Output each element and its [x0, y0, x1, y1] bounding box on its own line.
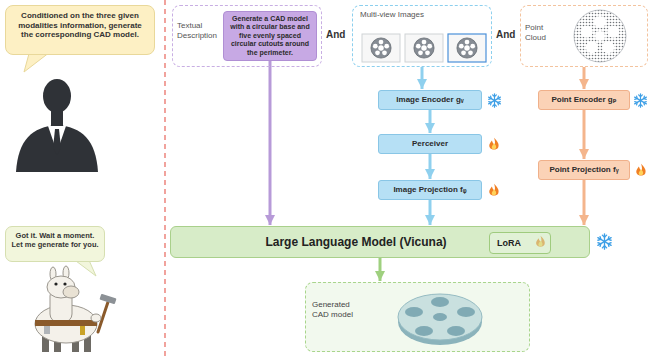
point-cloud-figure-part	[594, 16, 606, 28]
llama-illustration-part	[35, 320, 97, 326]
flow-arrow	[379, 258, 382, 281]
input-group: Textual Description Generate a CAD model …	[172, 5, 322, 67]
multi-view-thumbnails	[362, 34, 486, 62]
frozen-trainable-icons-part	[598, 234, 611, 249]
frozen-trainable-icons-part	[635, 94, 647, 108]
projection-box: Image Projection fᵩ	[378, 180, 482, 200]
flow-arrow	[429, 200, 432, 225]
frozen-trainable-icons-part	[636, 164, 645, 176]
input-group: Point Cloud	[520, 5, 648, 67]
point-cloud-figure-part	[586, 41, 598, 53]
llama-illustration-part	[44, 326, 50, 334]
person-icon-part	[16, 125, 98, 172]
llama-illustration-part	[99, 294, 116, 305]
node-text: Perceiver	[382, 139, 478, 149]
connector-word: And	[326, 29, 345, 40]
multi-view-thumbnails-part	[405, 34, 443, 62]
node-text: Point Cloud	[525, 23, 559, 42]
llama-illustration-part	[54, 282, 57, 285]
lora-box: LoRA	[489, 232, 551, 254]
prompt-box: Generate a CAD model with a circular bas…	[223, 11, 317, 61]
speech-bubble: Got it. Wait a moment. Let me generate f…	[5, 226, 105, 262]
encoder-box: Point Encoder gₚ	[538, 90, 630, 110]
llama-illustration-part	[91, 314, 101, 322]
llama-illustration-part	[80, 326, 85, 335]
llama-illustration-part	[63, 286, 79, 298]
node-text: Got it. Wait a moment. Let me generate f…	[11, 231, 99, 249]
point-cloud-figure-part	[581, 26, 593, 38]
node-text: LoRA	[497, 238, 532, 249]
node-text: Multi-view Images	[360, 10, 480, 20]
node-text: Image Encoder gᵥ	[382, 95, 478, 105]
frozen-trainable-icons-part	[489, 184, 498, 196]
node-text: Generate a CAD model with a circular bas…	[227, 15, 313, 57]
flow-arrow	[421, 67, 424, 89]
person-icon-part	[53, 129, 61, 155]
speech-bubble: Conditioned on the three given modalitie…	[5, 5, 155, 55]
point-cloud-figure-part	[595, 31, 605, 41]
multi-view-thumbnails-part	[457, 38, 477, 58]
multi-view-thumbnails-part	[414, 38, 434, 58]
node-text: Image Projection fᵩ	[382, 185, 478, 195]
multi-view-thumbnails-part	[362, 34, 400, 62]
node-text: Point Projection fᵧ	[542, 165, 626, 175]
point-cloud-figure-part	[607, 26, 619, 38]
flow-arrow	[583, 67, 586, 89]
frozen-trainable-icons-part	[489, 138, 498, 150]
person-icon-part	[43, 79, 71, 113]
encoder-box: Image Encoder gᵥ	[378, 90, 482, 110]
point-cloud-figure	[574, 10, 626, 62]
llm-bar: Large Language Model (Vicuna) LoRA	[170, 226, 590, 258]
llama-illustration	[35, 266, 117, 352]
flow-arrow	[583, 110, 586, 159]
person-icon	[16, 79, 98, 172]
flow-arrow	[269, 61, 272, 225]
input-group: Multi-view Images	[352, 5, 492, 67]
person-icon-part	[51, 108, 63, 126]
flow-arrow	[583, 180, 586, 225]
point-cloud-figure-part	[574, 10, 626, 62]
point-cloud-figure-part	[602, 41, 614, 53]
separator-line	[164, 0, 165, 356]
flow-arrow	[429, 110, 432, 133]
frozen-trainable-icons-part	[489, 94, 501, 108]
node-text: Large Language Model (Vicuna)	[231, 235, 481, 249]
output-group: Generated CAD model	[305, 282, 530, 352]
projection-box: Point Projection fᵧ	[538, 160, 630, 180]
node-text: Generated CAD model	[312, 300, 368, 319]
multi-view-thumbnails-part	[448, 34, 486, 62]
node-text: Textual Description	[177, 21, 221, 40]
llama-illustration-part	[63, 282, 66, 285]
perceiver-box: Perceiver	[378, 134, 482, 154]
node-text: Conditioned on the three given modalitie…	[12, 11, 148, 40]
node-text: Point Encoder gₚ	[542, 95, 626, 105]
connector-word: And	[496, 29, 515, 40]
multi-view-thumbnails-part	[371, 38, 391, 58]
flow-arrow	[429, 154, 432, 179]
